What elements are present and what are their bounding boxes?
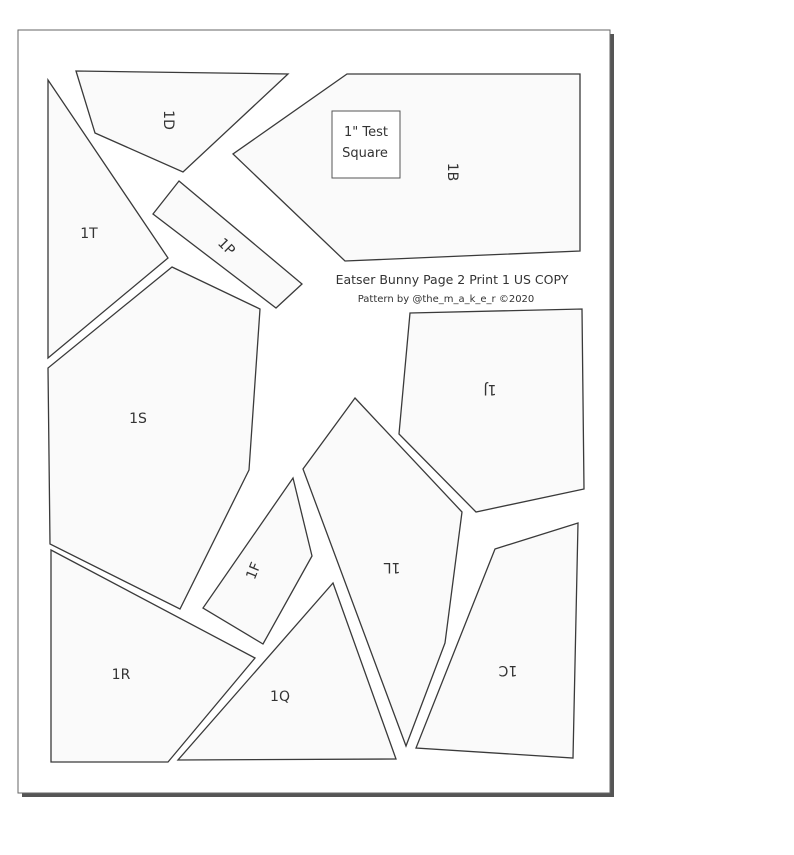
test-square-line2: Square xyxy=(342,146,388,161)
piece-1t xyxy=(47,77,169,360)
label-1c: 1C xyxy=(498,662,517,678)
piece-1s xyxy=(47,266,261,610)
piece-1d xyxy=(75,70,290,173)
piece-1p xyxy=(152,180,303,309)
label-1l: 1L xyxy=(383,559,400,575)
label-1r: 1R xyxy=(112,667,131,683)
label-1b: 1B xyxy=(444,163,460,182)
pattern-credit: Pattern by @the_m_a_k_e_r ©2020 xyxy=(358,294,535,305)
label-1s: 1S xyxy=(129,411,147,427)
label-1t: 1T xyxy=(80,226,98,242)
test-square-line1: 1" Test xyxy=(344,125,388,140)
piece-1r xyxy=(50,548,257,763)
piece-1c xyxy=(415,522,579,759)
piece-1j xyxy=(398,308,585,513)
test-square xyxy=(331,110,401,179)
label-1f: 1F xyxy=(243,560,264,582)
piece-1q xyxy=(176,581,397,761)
piece-1l xyxy=(302,396,463,748)
pattern-title: Eatser Bunny Page 2 Print 1 US COPY xyxy=(336,272,569,287)
piece-1b xyxy=(231,73,581,262)
label-1d: 1D xyxy=(160,110,176,130)
label-1j: 1J xyxy=(483,381,496,397)
piece-1f xyxy=(202,476,313,645)
label-1q: 1Q xyxy=(270,689,290,705)
